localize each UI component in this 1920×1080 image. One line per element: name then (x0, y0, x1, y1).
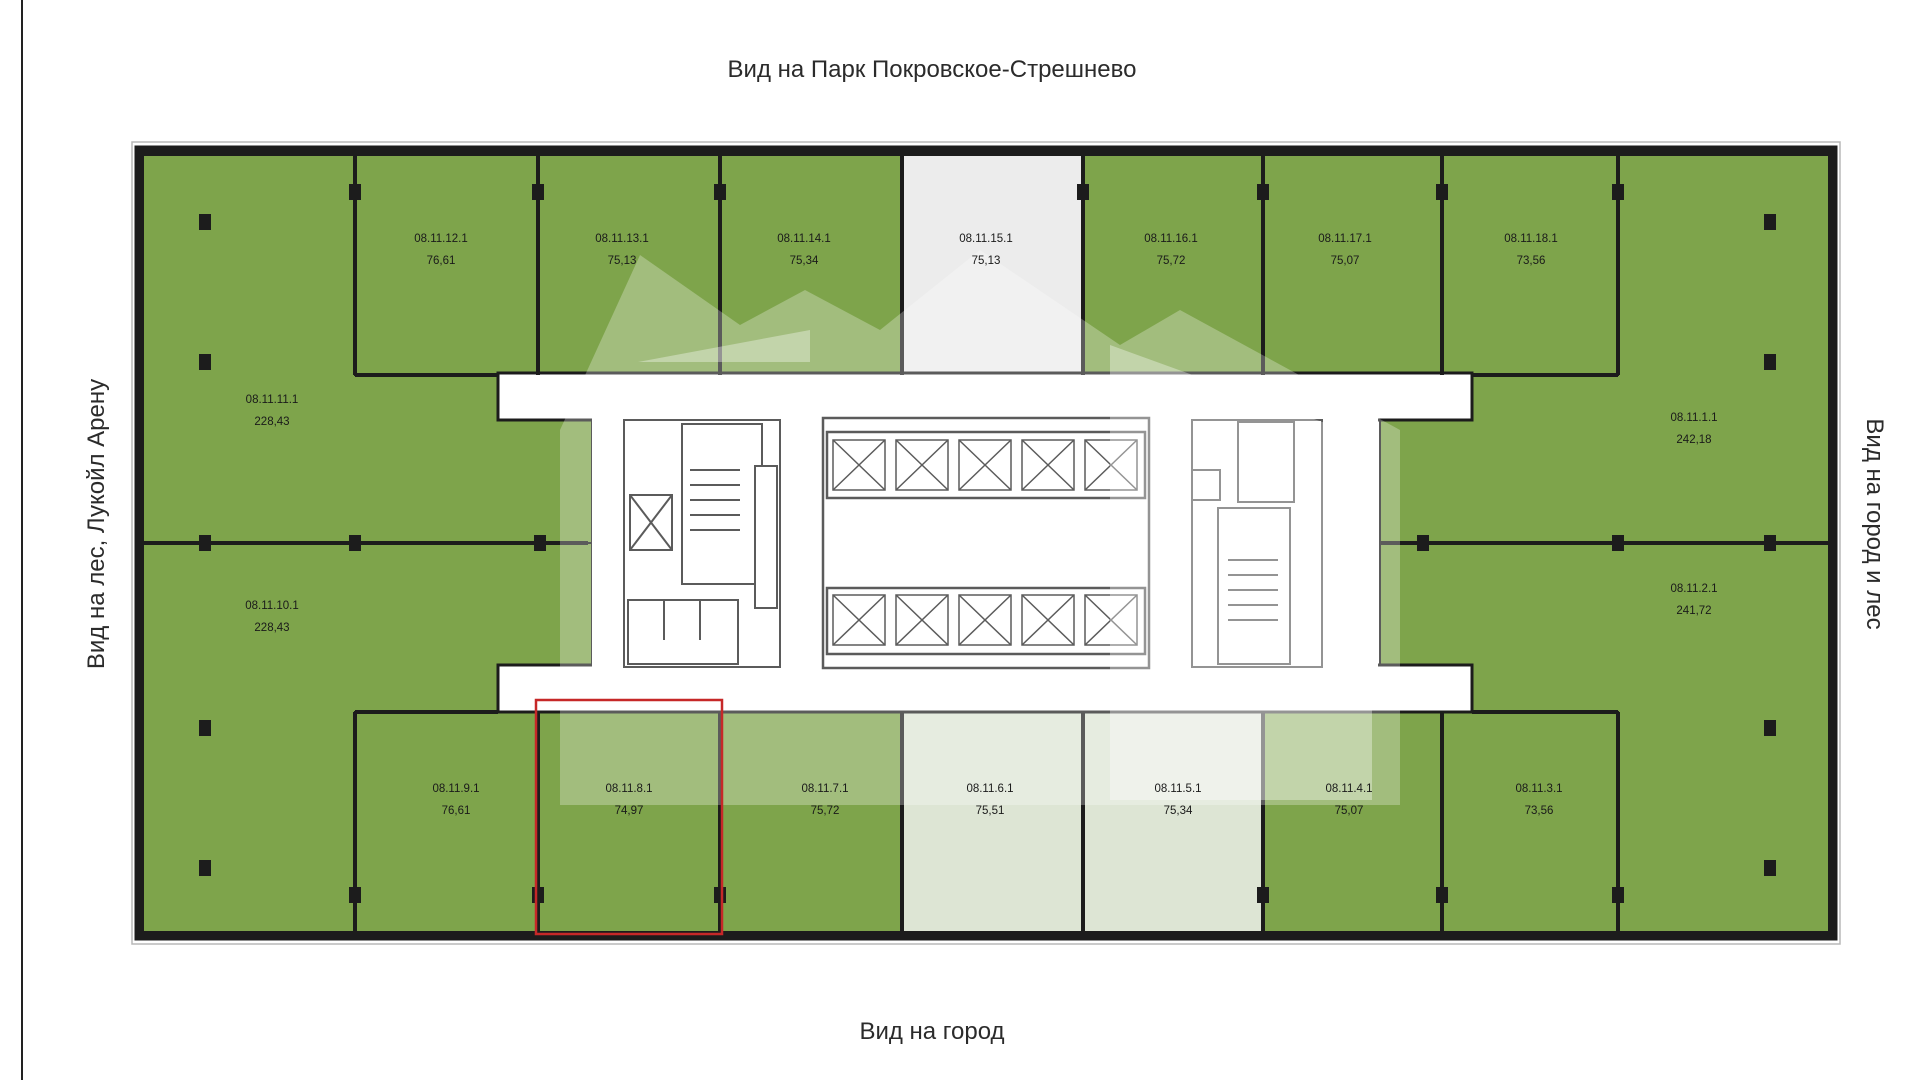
unit-id-label: 08.11.8.1 (605, 783, 652, 795)
unit-id-label: 08.11.7.1 (801, 783, 848, 795)
unit-area-label: 242,18 (1676, 434, 1711, 446)
unit-area-label: 75,34 (1164, 805, 1193, 817)
labels-layer: 08.11.1.1 242,18 08.11.2.1 241,72 08.11.3.1 7… (245, 233, 1717, 817)
unit-id-label: 08.11.5.1 (1154, 783, 1201, 795)
unit-area-label: 75,13 (972, 255, 1001, 267)
unit-id-label: 08.11.10.1 (245, 600, 299, 612)
unit-id-label: 08.11.15.1 (959, 233, 1013, 245)
lift-icon (895, 439, 949, 491)
unit-id-label: 08.11.13.1 (595, 233, 649, 245)
unit-id-label: 08.11.4.1 (1325, 783, 1372, 795)
unit-id-label: 08.11.1.1 (1670, 412, 1717, 424)
unit-area-label: 76,61 (427, 255, 456, 267)
unit-id-label: 08.11.18.1 (1504, 233, 1558, 245)
lift-icon (832, 594, 886, 646)
unit-id-label: 08.11.14.1 (777, 233, 831, 245)
view-label-bottom: Вид на город (859, 1018, 1004, 1045)
view-label-left: Вид на лес, Лукойл Арену (83, 379, 110, 669)
unit-id-label: 08.11.16.1 (1144, 233, 1198, 245)
lift-icon (1021, 439, 1075, 491)
unit-id-label: 08.11.11.1 (246, 394, 299, 406)
right-core-block (1191, 419, 1323, 668)
unit-area-label: 74,97 (615, 805, 644, 817)
lift-icon (1084, 439, 1138, 491)
unit-area-label: 75,34 (790, 255, 819, 267)
unit-area-label: 241,72 (1676, 605, 1711, 617)
unit-area-label: 76,61 (442, 805, 471, 817)
view-label-right: Вид на город и лес (1861, 418, 1888, 629)
watermark-logo (560, 250, 1400, 805)
lift-icon (1021, 594, 1075, 646)
unit-id-label: 08.11.17.1 (1318, 233, 1372, 245)
building-core (592, 416, 1378, 670)
unit-08-11-3-1[interactable] (1441, 711, 1619, 933)
unit-area-label: 73,56 (1517, 255, 1546, 267)
left-core-block (623, 419, 781, 668)
unit-area-label: 75,72 (1157, 255, 1186, 267)
unit-08-11-9-1[interactable] (354, 711, 539, 933)
unit-area-label: 228,43 (254, 622, 289, 634)
partition-walls (143, 155, 1829, 932)
watermark-inner (638, 330, 1372, 800)
selected-unit-outline (534, 698, 724, 936)
lift-icon (1084, 594, 1138, 646)
view-label-top: Вид на Парк Покровское-Стрешнево (728, 56, 1137, 83)
unit-area-label: 73,56 (1525, 805, 1554, 817)
lift-icon (832, 439, 886, 491)
unit-id-label: 08.11.12.1 (414, 233, 468, 245)
lift-icon (958, 439, 1012, 491)
lift-hall (821, 416, 1151, 670)
unit-area-label: 75,72 (811, 805, 840, 817)
unit-area-label: 228,43 (254, 416, 289, 428)
unit-area-label: 75,51 (976, 805, 1005, 817)
unit-id-label: 08.11.9.1 (432, 783, 479, 795)
lift-icon (958, 594, 1012, 646)
unit-area-label: 75,07 (1331, 255, 1360, 267)
unit-id-label: 08.11.2.1 (1670, 583, 1717, 595)
units-layer (142, 154, 1830, 933)
lifts (832, 439, 1138, 646)
unit-id-label: 08.11.6.1 (966, 783, 1013, 795)
site-frame (131, 141, 1841, 945)
lift-icon (895, 594, 949, 646)
unit-area-label: 75,07 (1335, 805, 1364, 817)
unit-area-label: 75,13 (608, 255, 637, 267)
unit-id-label: 08.11.3.1 (1515, 783, 1562, 795)
